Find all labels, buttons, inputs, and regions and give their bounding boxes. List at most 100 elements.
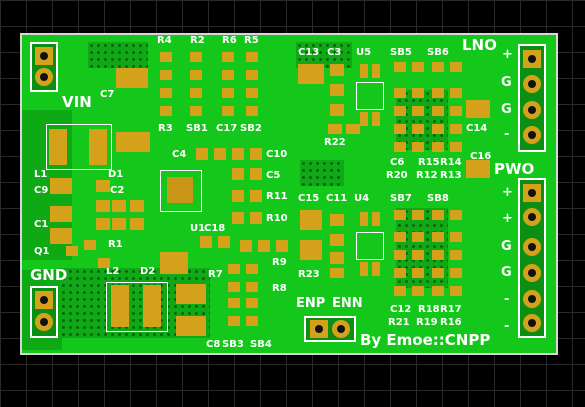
via-field [296,42,352,68]
pwo-minus2-label: - [504,319,510,334]
r4-label: R4 [157,35,172,46]
r2-label: R2 [190,35,205,46]
smd-pad [394,268,406,278]
smd-pad [232,212,244,224]
smd-pad [360,262,368,276]
smd-pad [372,64,380,78]
smd-pad [246,316,258,326]
smd-pad [412,210,424,220]
smd-pad [360,112,368,126]
via-field [396,90,448,150]
r16-label: R16 [440,317,462,328]
sb4-label: SB4 [250,339,272,350]
sb8-label: SB8 [427,193,449,204]
smd-pad [218,236,230,248]
smd-pad [394,106,406,116]
r13-label: R13 [440,170,462,181]
l2-pad-b [143,285,161,327]
smd-pad [328,124,342,134]
smd-pad [160,88,172,98]
smd-pad [432,268,444,278]
gnd-connector[interactable] [30,286,58,338]
c7-pad[interactable] [116,68,148,88]
smd-pad [276,240,288,252]
smd-pad [200,236,212,248]
smd-pad [112,218,126,230]
c7-pad-b[interactable] [116,132,150,152]
u5-label: U5 [356,47,372,58]
c3-label: C3 [327,47,342,58]
pwo-pin-5 [523,290,541,308]
d1-label: D1 [108,169,124,180]
smd-pad [50,228,72,244]
lno-pin-g1 [523,75,541,93]
smd-pad [222,88,234,98]
vin-pin-1 [35,47,53,65]
smd-pad [450,232,462,242]
smd-pad [232,168,244,180]
smd-pad [330,252,344,264]
smd-pad [246,88,258,98]
smd-pad [228,316,240,326]
u1-label: U1 [190,223,206,234]
smd-pad [466,100,490,118]
smd-pad [190,106,202,116]
smd-pad [412,250,424,260]
smd-pad [250,168,262,180]
u5-ic[interactable] [356,82,384,110]
gnd-pin-2 [35,313,53,331]
smd-pad [330,268,344,278]
r18-label: R18 [418,304,440,315]
c17-label: C17 [216,123,238,134]
c6-label: C6 [390,157,405,168]
r15-label: R15 [418,157,440,168]
lno-plus-label: + [502,47,513,62]
l2-inductor[interactable] [106,282,168,332]
smd-pad [394,142,406,152]
pwo-minus1-label: - [504,292,510,307]
r11-label: R11 [266,191,288,202]
smd-pad [450,88,462,98]
smd-pad [222,52,234,62]
sb6-label: SB6 [427,47,449,58]
smd-pad [112,200,126,212]
lno-connector[interactable] [518,44,546,152]
r20-label: R20 [386,170,408,181]
lno-g2-label: G [501,102,512,117]
r7-label: R7 [208,269,223,280]
vin-connector[interactable] [30,42,58,92]
smd-pad [372,112,380,126]
lno-pin-plus [523,50,541,68]
pwo-pin-4 [523,264,541,282]
c8-pad-b[interactable] [176,316,206,336]
pwo-connector[interactable] [518,178,546,338]
via-field [300,160,344,186]
enable-connector[interactable] [304,316,356,342]
smd-pad [330,214,344,226]
r6-label: R6 [222,35,237,46]
u1-ic[interactable] [160,170,202,212]
smd-pad [50,206,72,222]
vin-pin-2 [35,68,53,86]
smd-pad [222,70,234,80]
u4-ic[interactable] [356,232,384,260]
smd-pad [432,142,444,152]
sb3-label: SB3 [222,339,244,350]
smd-pad [196,148,208,160]
r9-label: R9 [272,257,287,268]
smd-pad [84,240,96,250]
smd-pad [394,232,406,242]
smd-pad [160,70,172,80]
d2-pad[interactable] [160,252,188,274]
smd-pad [300,210,322,230]
c8-pad[interactable] [176,284,206,304]
smd-pad [246,52,258,62]
l1-inductor[interactable] [46,124,112,170]
c8-label: C8 [206,339,221,350]
smd-pad [432,232,444,242]
l1-pad-a [49,129,67,165]
r19-label: R19 [416,317,438,328]
smd-pad [246,282,258,292]
c4-label: C4 [172,149,187,160]
